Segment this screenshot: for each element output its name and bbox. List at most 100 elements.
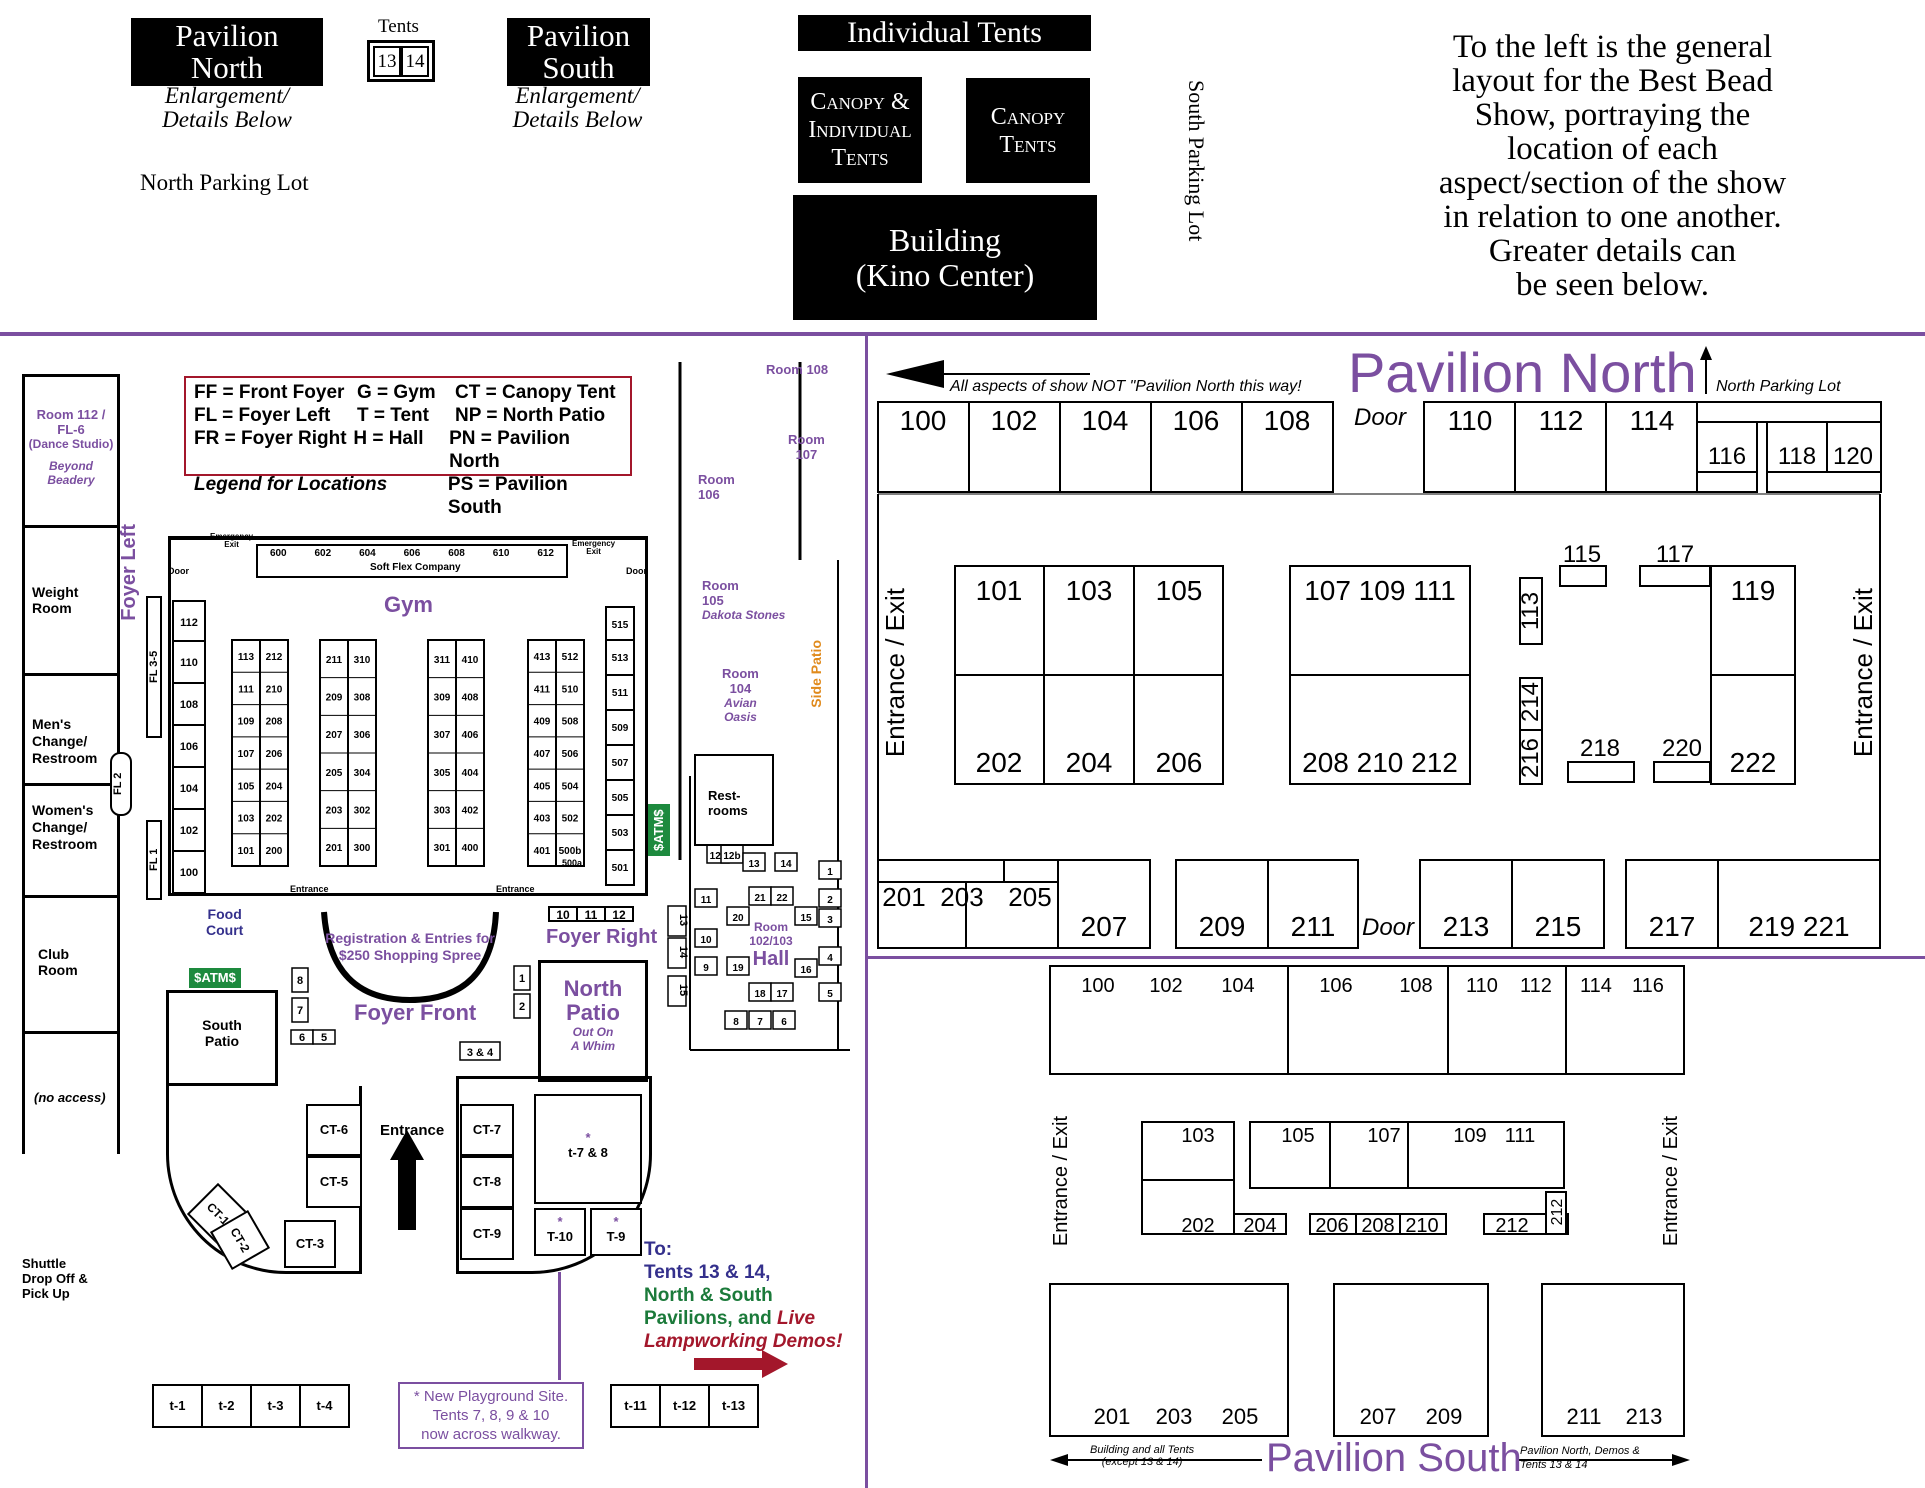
hall-booth[interactable]	[818, 946, 842, 966]
soft-flex-booth[interactable]: 602	[314, 548, 332, 559]
outside-tent[interactable]: t-3	[250, 1384, 301, 1428]
foyer-booth[interactable]	[513, 993, 531, 1019]
tent-13[interactable]: 13	[373, 46, 401, 77]
pavilion-booth[interactable]	[1241, 401, 1334, 493]
pavilion-block[interactable]	[1141, 1121, 1235, 1235]
gym-booth[interactable]: 507	[605, 746, 635, 781]
soft-flex-booth[interactable]: 612	[537, 548, 554, 559]
tent-9[interactable]: *T-9	[590, 1208, 642, 1256]
soft-flex-booth[interactable]: 608	[448, 548, 465, 559]
pavilion-booth[interactable]	[1567, 761, 1635, 783]
gym-booth[interactable]: 108	[172, 684, 206, 726]
building-kino-center-block[interactable]: Building (Kino Center)	[793, 195, 1097, 320]
hall-booth[interactable]	[818, 860, 842, 880]
hall-booth[interactable]	[794, 906, 818, 926]
pavilion-booth[interactable]	[1057, 859, 1151, 949]
pavilion-booth[interactable]	[877, 401, 970, 493]
hall-booth[interactable]	[667, 905, 687, 937]
hall-booth[interactable]	[726, 956, 750, 976]
soft-flex-booth[interactable]: 606	[403, 548, 421, 559]
hall-booth[interactable]	[724, 1010, 748, 1030]
pavilion-booth[interactable]	[1511, 859, 1605, 949]
pavilion-booth[interactable]	[1423, 401, 1516, 493]
ct-3[interactable]: CT-3	[284, 1220, 336, 1268]
gym-booth[interactable]: 104	[172, 768, 206, 810]
pavilion-south-entrance-right[interactable]: Entrance / Exit	[1660, 1116, 1682, 1247]
hall-booth[interactable]	[774, 852, 798, 872]
pavilion-south-block[interactable]: Pavilion South	[507, 18, 650, 86]
outside-tent[interactable]: t-13	[708, 1384, 759, 1428]
gym-booth[interactable]: 501	[605, 851, 635, 886]
hall-booth[interactable]	[794, 958, 818, 978]
pavilion-booth[interactable]	[1545, 1191, 1567, 1235]
canopy-tents-block[interactable]: Canopy Tents	[966, 78, 1090, 183]
ct-7[interactable]: CT-7	[460, 1104, 514, 1156]
room-112[interactable]: Room 112 / FL-6 (Dance Studio) Beyond Be…	[22, 374, 120, 528]
ct-8[interactable]: CT-8	[460, 1156, 514, 1208]
foyer-booth[interactable]	[513, 965, 531, 991]
atm-left[interactable]: $ATM$	[189, 968, 241, 988]
gym-booth[interactable]: 102	[172, 810, 206, 852]
hall-booth[interactable]	[772, 1010, 796, 1030]
pavilion-booth[interactable]	[1639, 565, 1711, 587]
hall-booth[interactable]	[770, 886, 794, 906]
ct-5[interactable]: CT-5	[306, 1156, 362, 1208]
pavilion-booth[interactable]	[1559, 565, 1607, 587]
soft-flex-booth[interactable]: 604	[359, 548, 376, 559]
hall-booth[interactable]	[694, 888, 718, 908]
pavilion-block[interactable]	[1049, 965, 1685, 1075]
gym-booth[interactable]: 100	[172, 852, 206, 894]
pavilion-north-block[interactable]: Pavilion North	[131, 18, 323, 86]
soft-flex-booth[interactable]: 600	[269, 548, 287, 559]
gym-booth[interactable]: 515	[605, 606, 635, 641]
pavilion-booth[interactable]	[1696, 471, 1758, 493]
hall-room[interactable]: Room 102/103 Hall	[730, 888, 812, 1004]
pavilion-block[interactable]	[1049, 1283, 1289, 1437]
pavilion-booth[interactable]	[1766, 471, 1882, 493]
pavilion-booth[interactable]	[1150, 401, 1243, 493]
foyer-booth[interactable]	[312, 1029, 336, 1045]
hall-booth[interactable]	[748, 1010, 772, 1030]
foyer-booth[interactable]	[459, 1041, 501, 1061]
soft-flex-booth[interactable]: 610	[492, 548, 510, 559]
pavilion-booth[interactable]	[1826, 421, 1882, 473]
hall-booth[interactable]	[818, 888, 842, 908]
individual-tents-block[interactable]: Individual Tents	[798, 15, 1091, 51]
ct-9[interactable]: CT-9	[460, 1208, 514, 1260]
pavilion-south-entrance-left[interactable]: Entrance / Exit	[1050, 1116, 1072, 1247]
tent-10[interactable]: *T-10	[534, 1208, 586, 1256]
north-patio[interactable]: North Patio Out On A Whim	[538, 960, 648, 1082]
pavilion-booth[interactable]	[1233, 1213, 1287, 1235]
pavilion-booth[interactable]	[1309, 1213, 1447, 1235]
hall-booth[interactable]	[694, 956, 718, 976]
pavilion-block[interactable]	[1541, 1283, 1685, 1437]
pavilion-block[interactable]	[1333, 1283, 1489, 1437]
gym-booth[interactable]: 110	[172, 642, 206, 684]
hall-booth[interactable]	[667, 937, 687, 969]
soft-flex-booths[interactable]	[256, 544, 568, 578]
pavilion-booth[interactable]	[1059, 401, 1152, 493]
tent-7-8[interactable]: *t-7 & 8	[534, 1094, 642, 1204]
ct-6[interactable]: CT-6	[306, 1104, 362, 1156]
pavilion-booth[interactable]	[1419, 859, 1513, 949]
pavilion-booth[interactable]	[1267, 859, 1359, 949]
pavilion-booth[interactable]	[968, 401, 1061, 493]
canopy-individual-tents-block[interactable]: Canopy & Individual Tents	[798, 77, 922, 183]
outside-tent[interactable]: t-2	[201, 1384, 252, 1428]
restrooms[interactable]: Rest-rooms	[694, 754, 774, 846]
gym-booth[interactable]: 505	[605, 781, 635, 816]
pavilion-booth[interactable]	[1519, 577, 1543, 645]
gym-booth[interactable]: 513	[605, 641, 635, 676]
registration-desk[interactable]	[321, 911, 499, 1004]
hall-booth[interactable]	[770, 982, 794, 1002]
gym-booth[interactable]: 112	[172, 600, 206, 642]
hall-booth[interactable]	[726, 906, 750, 926]
foyer-booth[interactable]	[291, 967, 309, 993]
pavilion-booth[interactable]	[1514, 401, 1607, 493]
gym-booth[interactable]: 106	[172, 726, 206, 768]
